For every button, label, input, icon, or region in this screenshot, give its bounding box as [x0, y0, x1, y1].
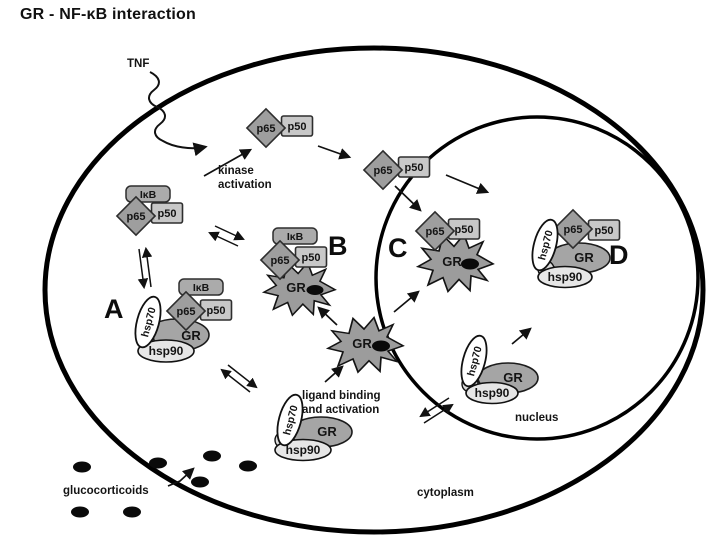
hsp90-label: hsp90: [286, 443, 321, 457]
p50-label: p50: [595, 225, 614, 237]
equilibrium-arrows-ikb-b: [208, 225, 245, 247]
ligand-dot: [372, 340, 390, 352]
kinase-activation-arrow: [203, 148, 253, 177]
glucocorticoid-entry-arrow: [167, 467, 195, 487]
nuclear-gr-to-d-arrow: [511, 327, 532, 345]
ikb-label: IκB: [193, 282, 210, 294]
hsp90-ellipse: [137, 339, 195, 363]
p65-label: p65: [271, 255, 290, 267]
p65-diamond: [414, 210, 456, 252]
p50-label: p50: [455, 224, 474, 236]
nfkb-at-nucleus: p50 p65: [362, 149, 431, 191]
hsp70-ellipse: [276, 393, 304, 447]
equilibrium-arrows-ikb-a: [137, 246, 153, 290]
ikb-box: [178, 278, 224, 296]
equilibrium-arrows-nuclear-shuttling: [419, 397, 454, 424]
marker-c: C: [388, 233, 408, 263]
ligand-binding-label: ligand binding and activation: [302, 390, 381, 417]
p65-diamond: [245, 107, 287, 149]
hsp90-ellipse: [274, 438, 332, 462]
ligand-activation-arrow: [324, 365, 344, 383]
p65-label: p65: [127, 211, 146, 223]
glucocorticoid-dots: [71, 450, 257, 518]
gr-label: GR: [442, 254, 462, 269]
marker-d: D: [609, 240, 629, 270]
ikb-label: IκB: [140, 189, 157, 201]
marker-a: A: [104, 294, 124, 324]
hsp90-label: hsp90: [475, 386, 510, 400]
hsp90-ellipse: [537, 265, 593, 289]
p65-label: p65: [177, 306, 196, 318]
hsp90-label: hsp90: [548, 270, 583, 284]
ligand-dot: [306, 285, 324, 295]
ikb-label: IκB: [287, 231, 304, 243]
p65-diamond: [115, 195, 157, 237]
gr-label: GR: [574, 250, 594, 265]
ikb-box: [272, 227, 318, 245]
complex-b: GR IκB p50 p65: [259, 227, 337, 317]
gr-to-b-arrow: [317, 306, 338, 326]
gr-label: GR: [286, 280, 306, 295]
p65-diamond: [259, 239, 301, 281]
marker-b: B: [328, 231, 348, 261]
p65-label: p65: [426, 226, 445, 238]
complex-d: p50 p65 GR hsp90 hsp70: [531, 208, 621, 289]
p50-label: p50: [207, 305, 226, 317]
p65-label: p65: [374, 165, 393, 177]
cell-membrane: [42, 45, 706, 535]
activated-gr-star: GR: [325, 316, 405, 374]
gr-label: GR: [352, 336, 372, 351]
page-title: GR - NF-κB interaction: [20, 6, 196, 23]
ligand-dot: [461, 258, 479, 270]
p50-label: p50: [302, 252, 321, 264]
gr-label: GR: [317, 424, 337, 439]
nfkb-ikb-complex: IκB p50 p65: [115, 185, 184, 237]
p65-label: p65: [257, 123, 276, 135]
nfkb-to-c-arrow: [394, 185, 422, 212]
p50-label: p50: [405, 162, 424, 174]
kinase-activation-label: kinase activation: [218, 165, 272, 192]
gr-label: GR: [503, 370, 523, 385]
p65-diamond: [165, 290, 207, 332]
p65-diamond: [362, 149, 404, 191]
hsp70-ellipse: [531, 218, 559, 272]
nfkb-to-d-arrow: [445, 174, 490, 194]
tnf-signal-squiggle-arrow: [148, 71, 208, 157]
hsp70-ellipse: [460, 334, 488, 388]
hsp90-ellipse: [465, 381, 519, 405]
hsp70-ellipse: [134, 295, 162, 349]
glucocorticoids-label: glucocorticoids: [63, 485, 149, 497]
complex-c: GR p50 p65: [414, 210, 495, 294]
free-nfkb-complex: p50 p65: [245, 107, 314, 149]
nfkb-translocation-arrow: [317, 145, 352, 160]
tnf-label: TNF: [127, 58, 150, 70]
hsp90-label: hsp90: [149, 344, 184, 358]
gr-star: [415, 232, 495, 294]
gr-label: GR: [181, 328, 201, 343]
gr-star: [261, 260, 337, 317]
nucleus-label: nucleus: [515, 412, 559, 424]
nucleus-membrane: [374, 115, 700, 441]
p65-diamond: [552, 208, 594, 250]
p50-label: p50: [288, 121, 307, 133]
p65-label: p65: [564, 224, 583, 236]
gr-star: [325, 316, 405, 374]
p50-label: p50: [158, 208, 177, 220]
complex-a: IκB p50 p65 GR hsp90 hsp70: [134, 278, 233, 363]
gr-to-c-arrow: [393, 290, 420, 313]
equilibrium-arrows-a-grhsp: [220, 364, 258, 393]
nuclear-gr-hsp-complex: GR hsp90 hsp70: [460, 334, 539, 405]
cytoplasm-label: cytoplasm: [417, 487, 474, 499]
free-gr-hsp-complex: GR hsp90 hsp70: [274, 393, 353, 462]
